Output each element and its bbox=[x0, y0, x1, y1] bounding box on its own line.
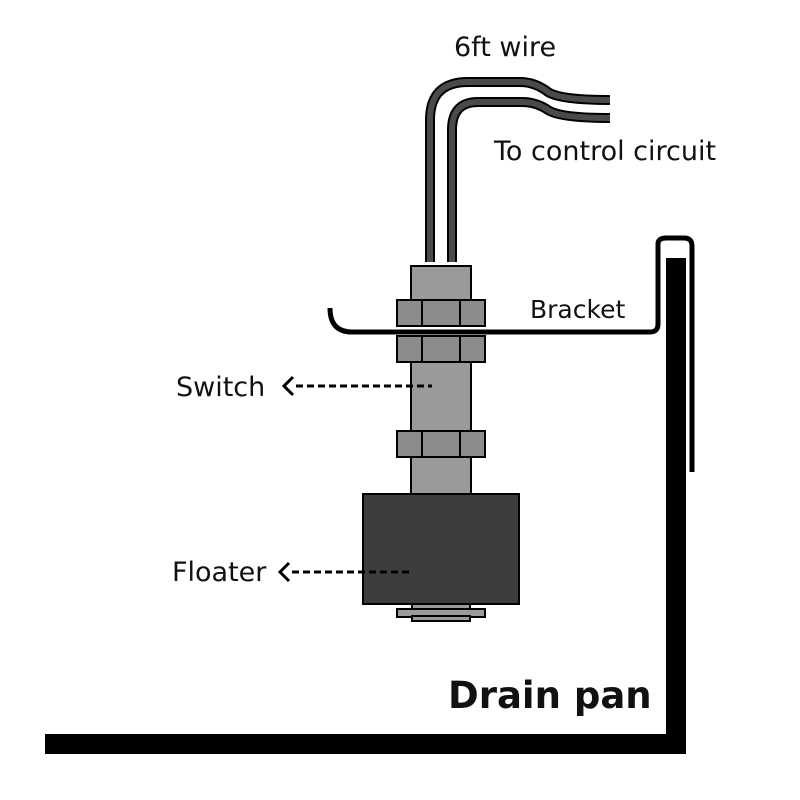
floater-label: Floater bbox=[172, 557, 267, 588]
drain-pan bbox=[45, 258, 686, 754]
nut-lower bbox=[396, 335, 486, 363]
bracket-label: Bracket bbox=[530, 295, 625, 324]
drain-pan-floor bbox=[45, 734, 686, 754]
control-circuit-label: To control circuit bbox=[493, 136, 716, 167]
wire-label: 6ft wire bbox=[454, 32, 556, 63]
switch-arrow bbox=[281, 375, 432, 397]
wire-strand-left-fill bbox=[427, 79, 611, 262]
wire bbox=[425, 77, 611, 262]
floater bbox=[362, 493, 520, 605]
nut-upper bbox=[396, 299, 486, 327]
switch-stem bbox=[410, 359, 472, 496]
drain-pan-wall bbox=[666, 258, 686, 754]
nut-middle bbox=[396, 430, 486, 458]
washer bbox=[396, 603, 486, 622]
switch-label: Switch bbox=[176, 372, 265, 403]
floater-arrow bbox=[277, 561, 412, 583]
drain-pan-label: Drain pan bbox=[448, 674, 652, 717]
wire-strand-right-fill bbox=[449, 99, 611, 262]
switch-stem-top bbox=[410, 265, 472, 301]
wire-strand-right bbox=[447, 97, 611, 262]
bracket bbox=[327, 235, 695, 472]
